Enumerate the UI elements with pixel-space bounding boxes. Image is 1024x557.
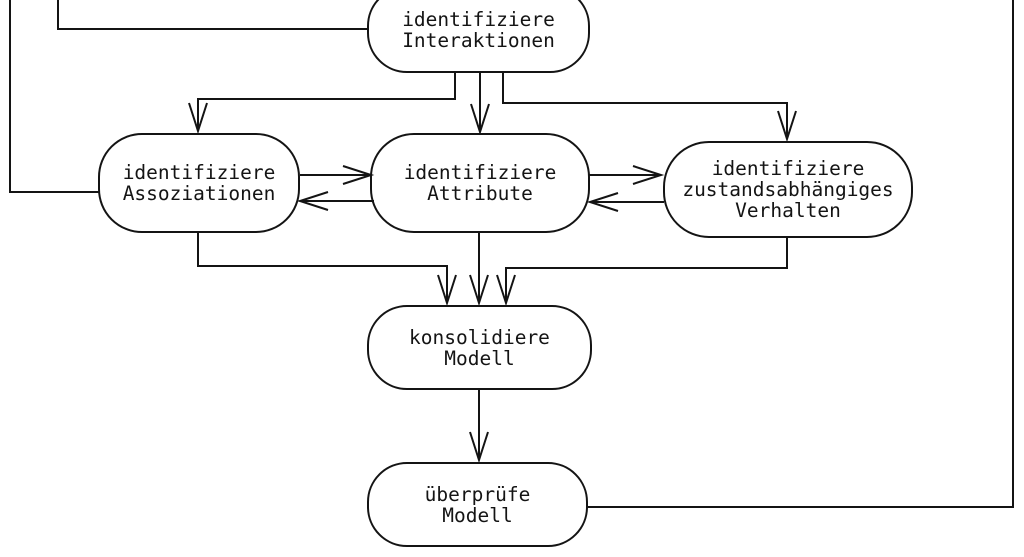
edge-offpage-to-interaktionen	[57, 0, 368, 30]
node-identifiziere-attribute: identifiziere Attribute	[370, 133, 590, 233]
node-label-line: identifiziere	[402, 7, 555, 31]
node-identifiziere-interaktionen: identifiziere Interaktionen	[367, 0, 590, 73]
node-label-line: identifiziere	[711, 157, 865, 180]
node-label-line: Modell	[444, 346, 515, 370]
edge-assoziationen-to-konsolidiere	[197, 233, 457, 307]
edge-interaktionen-to-verhalten	[502, 73, 797, 143]
edge-interaktionen-to-assoziationen	[188, 73, 456, 135]
node-identifiziere-assoziationen: identifiziere Assoziationen	[98, 133, 300, 233]
node-label-line: zustandsabhängiges	[682, 178, 894, 201]
edge-offpage-to-assoziationen	[9, 0, 99, 193]
node-konsolidiere-modell: konsolidiere Modell	[367, 305, 592, 390]
node-label-line: überprüfe	[424, 482, 531, 506]
node-label-line: konsolidiere	[409, 325, 550, 349]
node-label-line: Interaktionen	[402, 28, 555, 52]
edge-ueberpruefe-to-offpage-right	[588, 0, 1014, 508]
edge-verhalten-to-konsolidiere	[496, 238, 788, 307]
node-label-line: Attribute	[427, 182, 533, 205]
node-label-line: Assoziationen	[122, 182, 276, 205]
node-label-line: identifiziere	[122, 161, 276, 184]
node-ueberpruefe-modell: überprüfe Modell	[367, 462, 588, 547]
node-identifiziere-zustandsabhaengiges-verhalten: identifiziere zustandsabhängiges Verhalt…	[663, 141, 913, 238]
node-label-line: Modell	[442, 503, 513, 527]
node-label-line: Verhalten	[735, 199, 841, 222]
node-label-line: identifiziere	[403, 161, 557, 184]
